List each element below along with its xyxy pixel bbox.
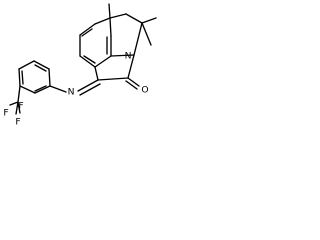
methyl-gem-right	[141, 17, 157, 24]
bond-cf3-left-f	[9, 101, 19, 106]
chemical-structure-canvas: N N O F F F	[0, 0, 168, 128]
bond-aromatic-to-ch	[109, 17, 112, 37]
methyl-on-ch	[108, 3, 111, 19]
bond-aromatic-bottom-left	[79, 55, 96, 68]
bond-aromatic-double-top-left	[81, 28, 93, 37]
atom-labels: N N O F F F	[3, 51, 148, 128]
bond-ch2-cq	[125, 13, 143, 24]
bond-aromatic-double-bottom-left	[83, 55, 96, 64]
phenyl-bond-4	[18, 60, 35, 70]
bond-aromatic-top	[94, 17, 111, 25]
phenyl-double-3	[34, 64, 47, 72]
bond-cq-ring-n	[133, 22, 143, 56]
methyl-gem-lower	[141, 22, 152, 46]
phenyl-bond-3	[18, 68, 21, 87]
bond-n-to-phenyl	[49, 85, 67, 93]
bond-carbonyl-double	[125, 80, 138, 90]
bond-aromatic-to-c-imine	[94, 66, 99, 81]
bond-cf3-bottom-f	[15, 101, 19, 115]
bond-ch-ch2-upper	[109, 13, 127, 19]
carbonyl-oxygen-label: O	[141, 85, 148, 96]
phenyl-bond-6	[48, 68, 51, 87]
fluorine-left-label: F	[3, 108, 8, 119]
bond-aromatic-top-left	[79, 23, 96, 36]
bond-c-imine-to-c-carbonyl	[97, 77, 129, 81]
methyl-groups	[108, 3, 157, 46]
bond-carbonyl-single	[127, 77, 140, 87]
chemical-structure-diagram: N N O F F F	[3, 3, 157, 128]
imine-nitrogen-label: N	[68, 87, 75, 98]
bond-imine-double	[79, 83, 101, 96]
bond-imine-single	[77, 79, 99, 92]
bond-c-carbonyl-to-ring-n	[127, 54, 135, 79]
phenyl-double-1	[34, 85, 47, 92]
fluorine-bottom-label: F	[15, 117, 20, 128]
bond-phenyl-to-cf3	[17, 85, 21, 103]
phenyl-bond-1	[34, 85, 51, 94]
fused-tricyclic-core	[79, 13, 143, 90]
bond-aromatic-bottom-right	[94, 55, 112, 68]
trifluoromethyl-group	[9, 85, 21, 115]
phenyl-double-2	[21, 70, 24, 85]
phenyl-bond-5	[33, 60, 50, 70]
ring-nitrogen-label: N	[125, 51, 132, 62]
phenyl-bond-2	[19, 85, 36, 94]
imine-linkage	[49, 79, 101, 96]
fluorine-top-label: F	[18, 101, 23, 112]
phenyl-ring	[18, 60, 51, 94]
bond-ring-n-aromatic	[110, 54, 135, 57]
